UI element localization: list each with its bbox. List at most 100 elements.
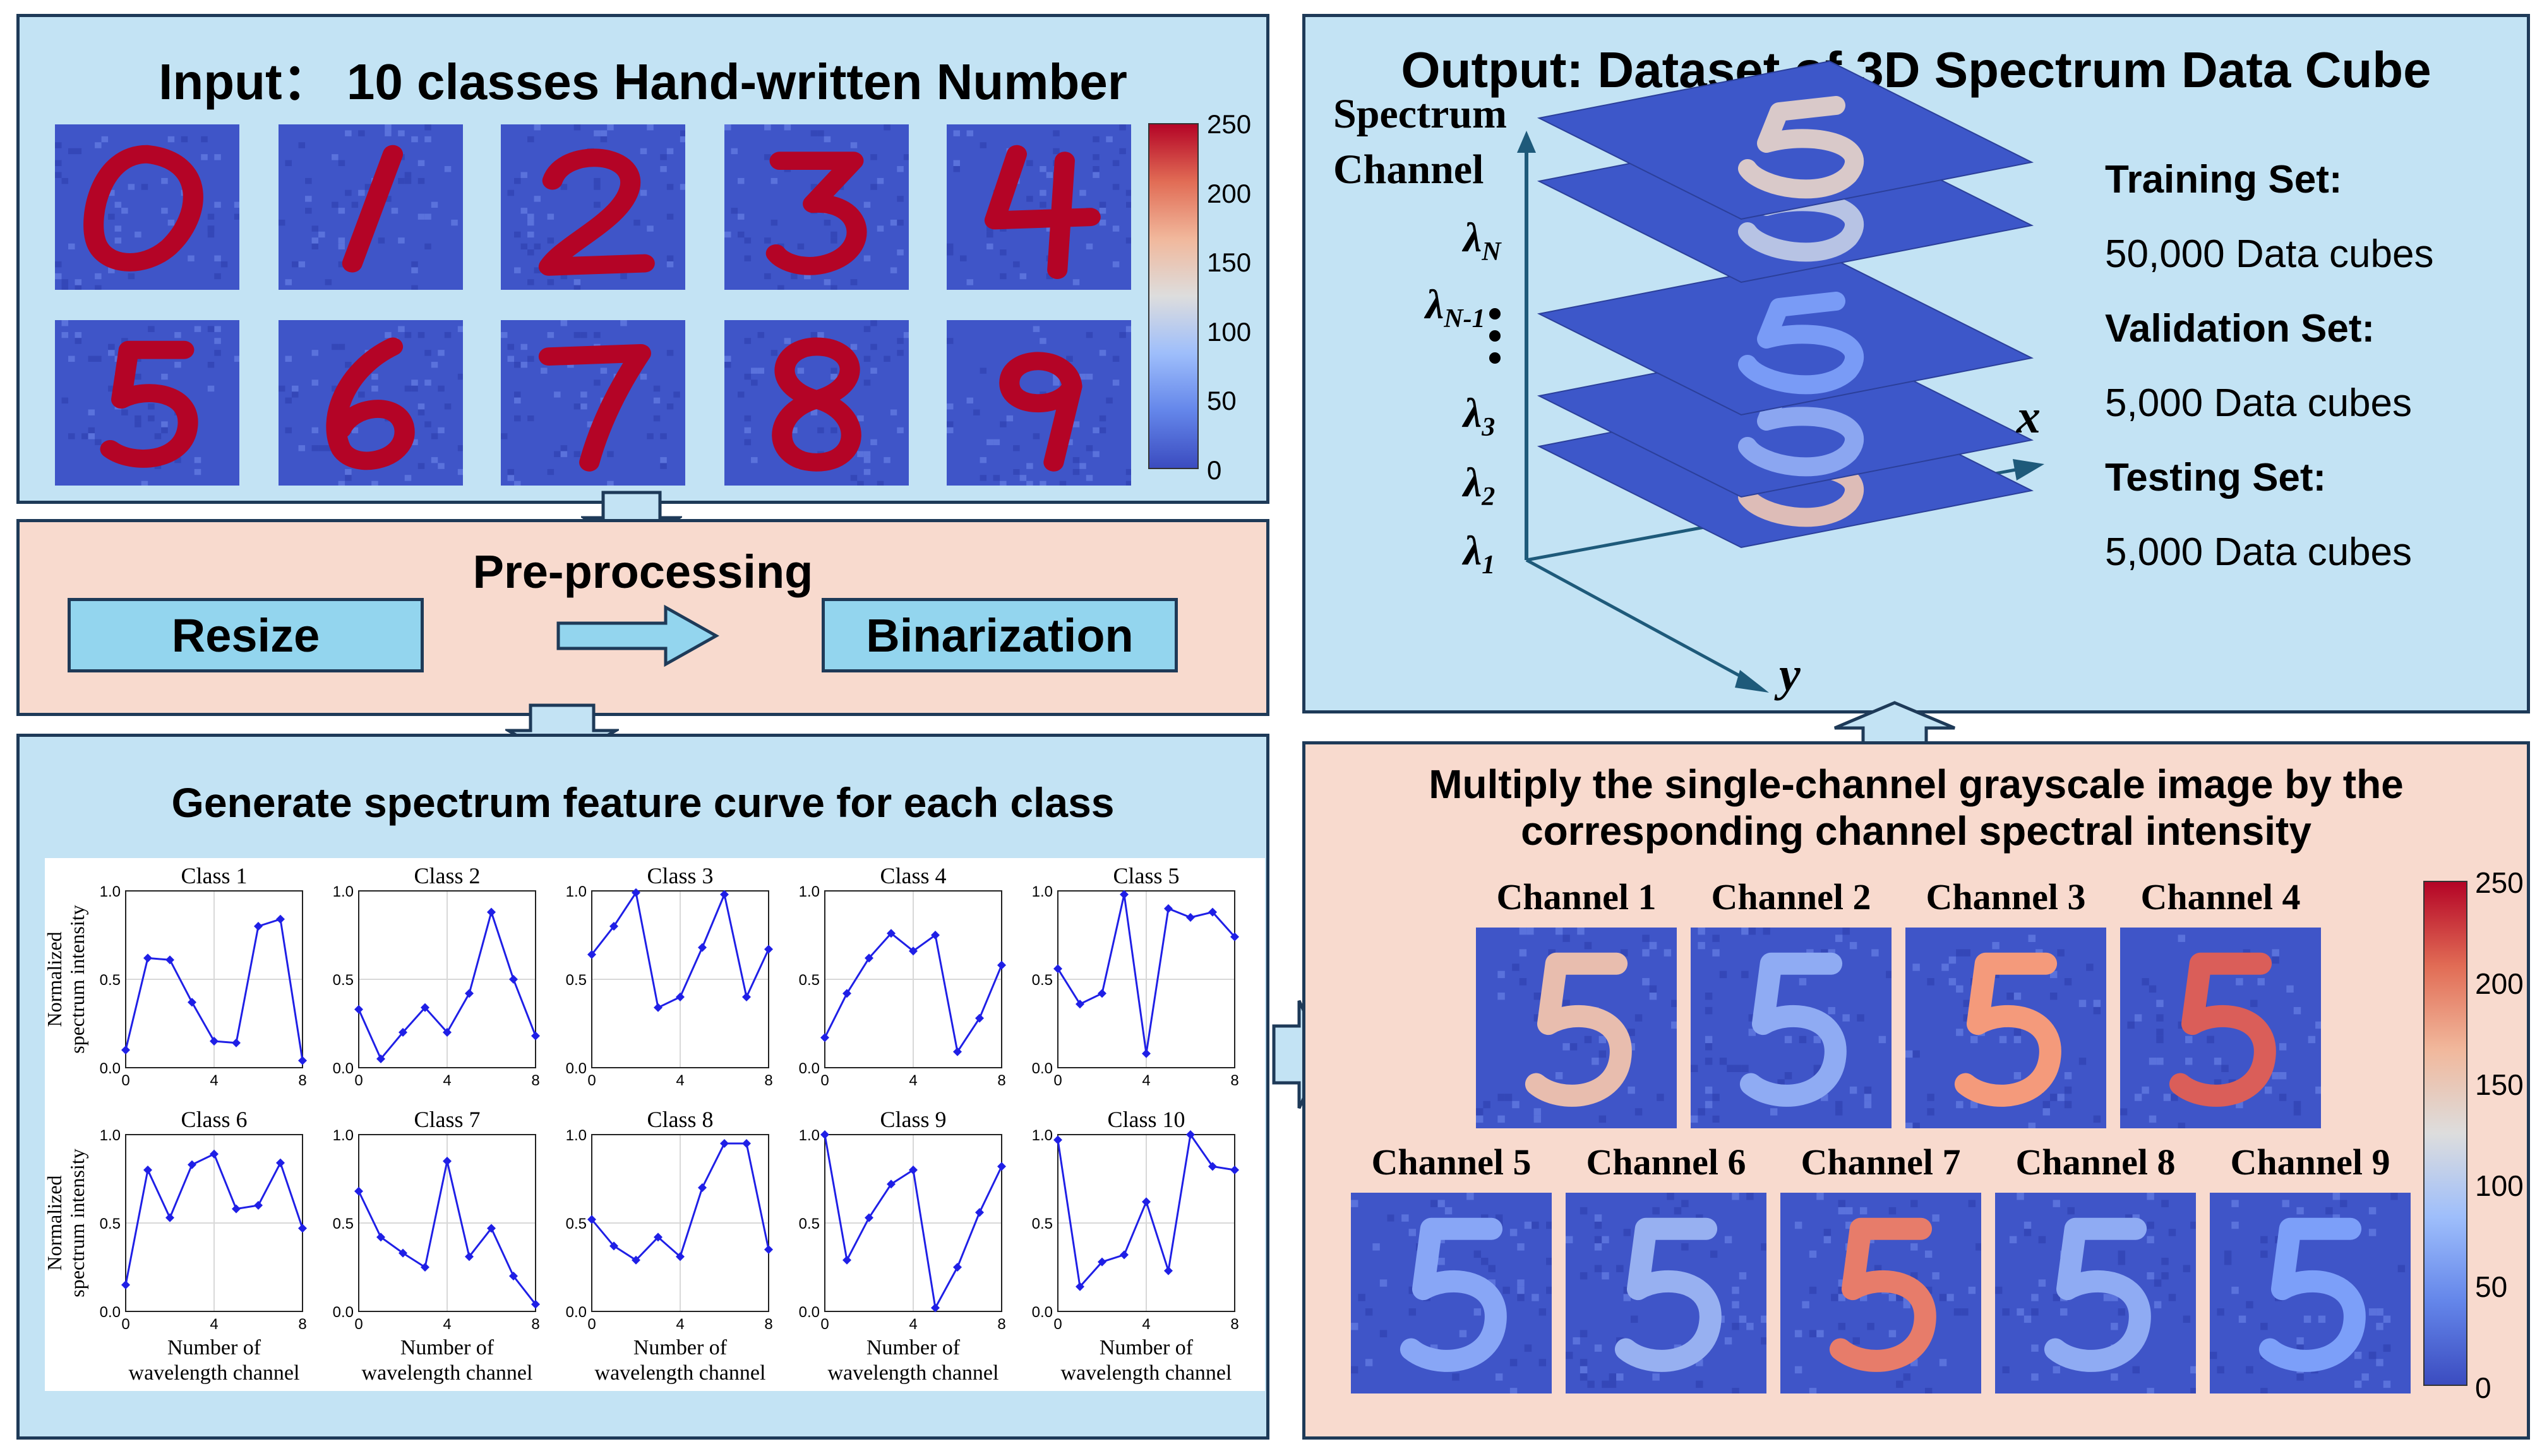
class-plot-title: Class 8	[647, 1107, 713, 1132]
y-tick-label: 0.5	[333, 972, 354, 989]
data-point	[1053, 964, 1062, 974]
x-tick-label: 4	[676, 1316, 684, 1333]
channel-label: Channel 2	[1711, 876, 1871, 917]
data-point	[232, 1038, 241, 1047]
x-tick-label: 0	[121, 1316, 129, 1333]
data-point	[820, 1130, 829, 1139]
x-tick-label: 4	[210, 1072, 218, 1089]
x-tick-label: 0	[820, 1316, 829, 1333]
data-point	[1208, 907, 1217, 917]
data-point	[865, 953, 873, 963]
y-tick-label: 1.0	[566, 883, 587, 900]
channel-label: Channel 3	[1926, 876, 2086, 917]
input-colorbar	[1148, 123, 1199, 469]
x-axis-label-line1: Number of	[1100, 1336, 1194, 1359]
spectrum-panel: Generate spectrum feature curve for each…	[16, 734, 1269, 1440]
input-digit-tile	[947, 124, 1131, 290]
class-plot-title: Class 9	[880, 1107, 946, 1132]
data-point	[887, 929, 896, 938]
class-plot-title: Class 7	[414, 1107, 480, 1132]
class-plot-title: Class 2	[414, 863, 480, 888]
x-tick-label: 8	[531, 1072, 539, 1089]
x-axis-label-line2: wavelength channel	[1061, 1361, 1232, 1385]
data-point	[1076, 1282, 1084, 1291]
data-point	[676, 1252, 685, 1262]
data-point	[298, 1224, 307, 1233]
data-point	[1053, 1135, 1062, 1145]
digit-5-mark	[1738, 292, 1864, 395]
y-axis-label-line1: Normalized	[45, 931, 66, 1027]
y-tick-label: 1.0	[333, 883, 354, 900]
ellipsis-dot	[1489, 352, 1501, 364]
class-plot-title: Class 6	[181, 1107, 247, 1132]
lambda-label: λ2	[1463, 460, 1496, 512]
data-point	[632, 1255, 640, 1265]
x-tick-label: 8	[531, 1316, 539, 1333]
x-tick-label: 4	[909, 1316, 917, 1333]
x-axis-label-line1: Number of	[400, 1336, 495, 1359]
class-plot-title: Class 5	[1113, 863, 1179, 888]
input-digit-tile	[724, 124, 909, 290]
data-point	[210, 1149, 219, 1159]
channel-label: Channel 6	[1586, 1142, 1746, 1183]
training-set-value: 50,000 Data cubes	[2105, 232, 2434, 276]
channel-colorbar-tick: 150	[2475, 1068, 2524, 1101]
data-point	[143, 953, 152, 963]
spectrum-title: Generate spectrum feature curve for each…	[171, 779, 1115, 826]
lambda-label: λ3	[1463, 390, 1496, 443]
data-point	[764, 945, 773, 954]
ellipsis-dot	[1489, 330, 1501, 342]
y-axis-head	[1735, 670, 1769, 693]
plot-frame	[125, 890, 303, 1068]
data-point	[1164, 1266, 1173, 1275]
y-tick-label: 0.0	[100, 1060, 121, 1077]
channel-tile	[2210, 1193, 2411, 1393]
y-tick-label: 1.0	[100, 1127, 121, 1144]
data-point	[421, 1263, 429, 1272]
data-point	[399, 1028, 407, 1037]
plot-frame	[1057, 1134, 1235, 1312]
data-point	[720, 890, 729, 899]
validation-set-label: Validation Set:	[2105, 307, 2375, 350]
x-axis-label-line2: wavelength channel	[828, 1361, 999, 1385]
data-point	[931, 1303, 940, 1313]
data-point	[975, 1013, 984, 1023]
spectrum-axis-head	[1517, 131, 1536, 153]
y-tick-label: 0.5	[799, 1215, 820, 1232]
output-title: Output: Dataset of 3D Spectrum Data Cube	[1401, 42, 2431, 98]
data-point	[121, 1046, 130, 1054]
data-point	[298, 1056, 307, 1065]
x-axis-label-line2: wavelength channel	[595, 1361, 766, 1385]
data-point	[465, 1252, 474, 1262]
data-point	[764, 1245, 773, 1254]
x-tick-label: 8	[997, 1316, 1005, 1333]
x-tick-label: 0	[354, 1316, 363, 1333]
y-tick-label: 0.0	[333, 1060, 354, 1077]
data-point	[443, 1028, 452, 1037]
y-tick-label: 0.0	[100, 1304, 121, 1321]
data-point	[354, 1186, 363, 1196]
lambda-label: λ1	[1463, 528, 1496, 580]
digit-5-mark	[1738, 374, 1864, 477]
data-point	[354, 1005, 363, 1014]
class-plot-title: Class 4	[880, 863, 946, 888]
data-point	[953, 1263, 962, 1272]
channel-colorbar-tick: 50	[2475, 1270, 2508, 1303]
x-tick-label: 8	[1230, 1072, 1238, 1089]
x-tick-label: 8	[298, 1072, 306, 1089]
spectrum-layer	[1537, 256, 2034, 416]
data-point	[720, 1139, 729, 1148]
data-point	[698, 1183, 707, 1192]
input-colorbar-tick: 0	[1207, 455, 1222, 485]
channel-label: Channel 5	[1371, 1142, 1532, 1183]
multiply-title-line2: corresponding channel spectral intensity	[1521, 808, 2311, 854]
spectrum-layer	[1537, 60, 2034, 220]
channel-tile	[1905, 928, 2106, 1128]
input-title: Input： 10 classes Hand-written Number	[159, 54, 1127, 110]
